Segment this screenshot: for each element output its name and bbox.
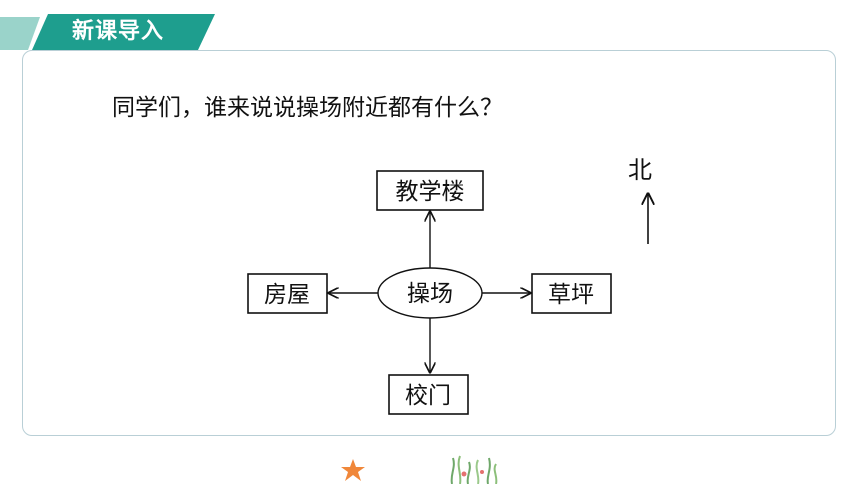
node-west-label: 房屋: [264, 282, 310, 308]
node-center-shape: [377, 267, 483, 319]
section-header: [0, 14, 215, 50]
node-east-label: 草坪: [548, 282, 594, 308]
node-west-box: [247, 273, 328, 314]
node-south-box: [388, 374, 469, 415]
header-title: 新课导入: [72, 19, 165, 44]
north-label: 北: [628, 156, 652, 184]
node-north-box: [376, 170, 484, 211]
node-center-label: 操场: [407, 281, 453, 307]
node-east-box: [531, 273, 612, 314]
header-shape: [0, 14, 215, 50]
node-south-label: 校门: [405, 383, 451, 409]
starfish-icon: [341, 459, 365, 481]
question-text: 同学们，谁来说说操场附近都有什么？: [112, 95, 503, 121]
node-north-label: 教学楼: [396, 179, 465, 205]
seaweed-icon: [450, 455, 498, 484]
